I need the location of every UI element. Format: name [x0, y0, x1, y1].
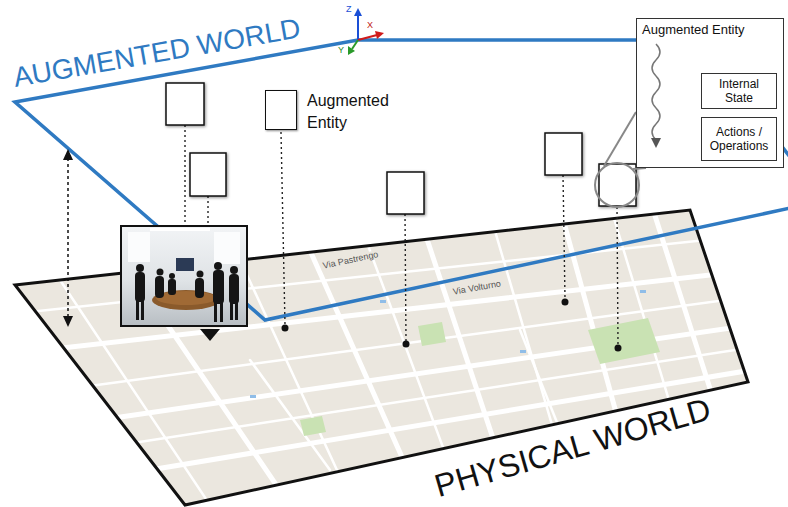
distance-arrow [63, 149, 73, 327]
entity-boxes [166, 83, 636, 214]
axis-label: X [367, 21, 373, 30]
augmented-entity: Augmented Entity [265, 90, 399, 134]
callout-ground [636, 18, 784, 168]
axis-label: Z [346, 5, 352, 14]
part-label: Actions / Operations [705, 125, 773, 153]
axis-label: Y [338, 46, 344, 55]
street-map [0, 200, 788, 507]
part-label: Internal State [705, 77, 773, 105]
entity-box [265, 90, 297, 130]
entity-label: Augmented Entity [307, 90, 399, 134]
axis-icon [348, 8, 384, 55]
entity-callout: Augmented EntityInternal StateActions / … [636, 18, 784, 168]
callout-title: Augmented Entity [642, 22, 745, 37]
entity-part-box: Actions / Operations [701, 117, 777, 161]
plane-title: AUGMENTED WORLD [11, 14, 302, 92]
map-anchor-dots [282, 299, 622, 352]
plane-title: PHYSICAL WORLD [431, 393, 714, 502]
meeting-room-photo [121, 226, 247, 341]
street-name: Via Pastrengo [320, 250, 381, 271]
entity-part-box: Internal State [701, 73, 777, 109]
street-name: Via Volturno [450, 279, 503, 297]
entity-anchor-lines [185, 125, 618, 345]
flow-squiggle [651, 44, 661, 148]
